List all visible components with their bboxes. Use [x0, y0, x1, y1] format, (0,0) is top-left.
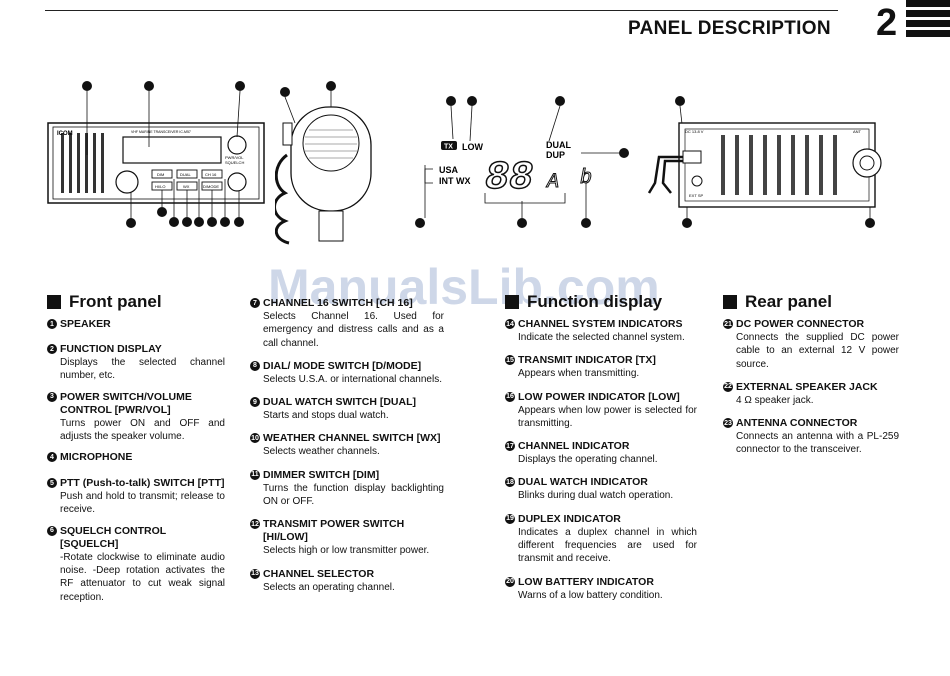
channel-suffix-a: A [545, 171, 559, 194]
squelch-knob[interactable] [227, 172, 247, 192]
wx-button[interactable]: WX [183, 184, 190, 189]
knob-label-pwr-vol: PWR/VOL [225, 155, 244, 160]
dual-indicator: DUAL [546, 140, 571, 150]
low-battery-indicator: b [580, 167, 592, 190]
rear-panel-diagram: DC 13.8 V ANT EXT SP [645, 93, 895, 233]
rear-ext-label: EXT SP [689, 193, 703, 198]
dmode-button[interactable]: D/MODE [203, 184, 219, 189]
dc-power-connector[interactable] [682, 150, 702, 164]
tx-indicator-label: TX [444, 144, 453, 151]
lcd-diagram: TX LOW DUAL DUP USA INT WX 88 A b [415, 93, 635, 233]
low-indicator: LOW [462, 142, 483, 152]
int-wx-indicator: INT WX [439, 176, 471, 186]
channel-digits: 88 [485, 156, 533, 201]
front-brand: ICOM [57, 131, 73, 137]
channel-selector-knob[interactable] [115, 170, 139, 194]
heat-sink-fins [721, 135, 837, 195]
external-speaker-jack[interactable] [691, 175, 703, 187]
pwr-vol-knob[interactable] [227, 135, 247, 155]
function-display-heading: Function display [505, 292, 697, 312]
dup-indicator: DUP [546, 150, 565, 160]
ptt-switch[interactable] [282, 122, 293, 146]
watermark: ManualsLib.com [268, 259, 660, 315]
dim-button[interactable]: DIM [157, 172, 164, 177]
hilo-button[interactable]: HI/LO [155, 184, 165, 189]
microphone-diagram [275, 75, 385, 245]
speaker-grille [61, 133, 104, 193]
rear-dc-label: DC 13.8 V [685, 129, 704, 134]
function-display-window [122, 136, 222, 164]
usa-indicator: USA [439, 165, 459, 175]
chapter-number: 2 [876, 2, 898, 44]
dual-button[interactable]: DUAL [180, 172, 191, 177]
front-panel-heading: Front panel [47, 292, 225, 312]
page-title: PANEL DESCRIPTION [628, 18, 831, 39]
rear-ant-label: ANT [853, 129, 862, 134]
front-panel-diagram: ICOM VHF MARINE TRANSCEIVER IC-M57 PWR/V… [45, 75, 275, 240]
rear-panel-heading: Rear panel [723, 292, 899, 312]
ch16-button[interactable]: CH 16 [205, 172, 217, 177]
knob-label-squelch: SQUELCH [225, 160, 244, 165]
chapter-tab-marker [906, 0, 950, 38]
front-model: VHF MARINE TRANSCEIVER IC-M57 [131, 130, 191, 134]
tx-indicator [441, 141, 457, 150]
header-rule [45, 10, 838, 11]
